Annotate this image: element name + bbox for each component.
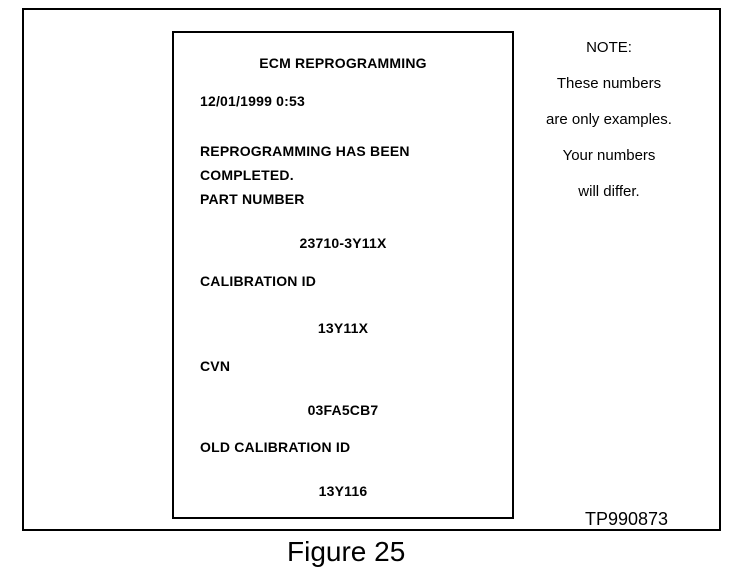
status-line-2: COMPLETED.: [200, 167, 294, 183]
printout-panel: ECM REPROGRAMMING 12/01/1999 0:53 REPROG…: [172, 31, 514, 519]
figure-caption: Figure 25: [287, 536, 406, 567]
printout-datetime: 12/01/1999 0:53: [200, 93, 305, 109]
calibration-id-value: 13Y11X: [317, 320, 369, 336]
note-line: are only examples.: [546, 111, 672, 128]
figure-frame: [22, 8, 721, 531]
note-line: will differ.: [578, 183, 640, 200]
note-line: These numbers: [556, 75, 662, 92]
printout-title: ECM REPROGRAMMING: [259, 55, 427, 71]
note-line: Your numbers: [562, 147, 656, 164]
part-number-value: 23710-3Y11X: [299, 235, 387, 251]
cvn-label: CVN: [200, 358, 231, 374]
reference-code: TP990873: [585, 509, 669, 529]
old-calibration-id-value: 13Y116: [318, 483, 368, 499]
status-line-1: REPROGRAMMING HAS BEEN: [200, 143, 410, 159]
calibration-id-label: CALIBRATION ID: [200, 273, 317, 289]
note-box: NOTE: These numbers are only examples. Y…: [516, 40, 702, 220]
part-number-label: PART NUMBER: [200, 191, 305, 207]
note-heading: NOTE:: [586, 39, 632, 56]
cvn-value: 03FA5CB7: [307, 402, 379, 418]
old-calibration-id-label: OLD CALIBRATION ID: [200, 439, 351, 455]
